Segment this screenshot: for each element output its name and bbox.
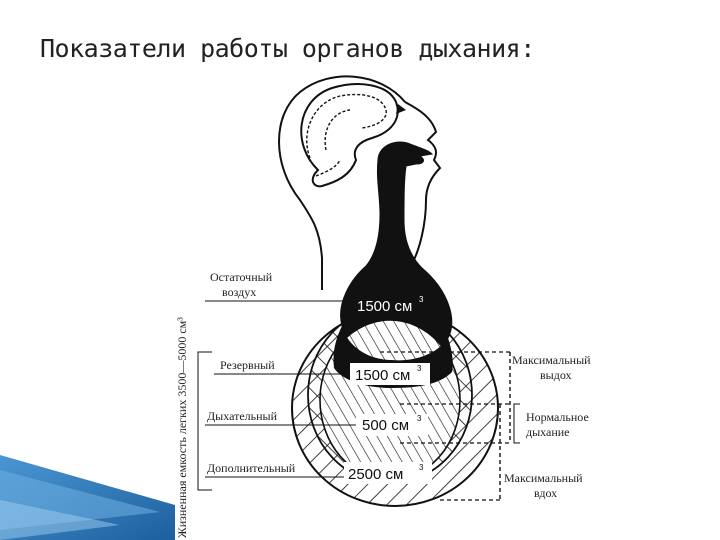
right-brackets bbox=[380, 351, 520, 501]
supplemental-volume-value: 2500 см bbox=[348, 466, 403, 483]
reserve-volume-sup: 3 bbox=[417, 364, 422, 373]
normal-breath-line2: дыхание bbox=[526, 425, 570, 439]
supplemental-label: Дополнительный bbox=[207, 461, 296, 475]
max-inhale-line1: Максимальный bbox=[504, 471, 583, 485]
vital-capacity-label: Жизненная емкость легких 3500—5000 см³ bbox=[175, 317, 189, 538]
reserve-label: Резервный bbox=[220, 358, 275, 372]
residual-volume-sup: 3 bbox=[419, 295, 424, 304]
max-exhale-line1: Максимальный bbox=[512, 353, 591, 367]
residual-label-line2: воздух bbox=[222, 285, 256, 299]
normal-breath-line1: Нормальное bbox=[526, 410, 589, 424]
residual-label-line1: Остаточный bbox=[210, 270, 273, 284]
max-inhale-line2: вдох bbox=[534, 486, 557, 500]
brain-illustration bbox=[300, 83, 406, 188]
left-labels: Остаточный воздух Резервный Дыхательный … bbox=[197, 270, 356, 491]
tidal-label: Дыхательный bbox=[207, 409, 278, 423]
tidal-volume-value: 500 см bbox=[362, 417, 409, 434]
supplemental-volume-sup: 3 bbox=[419, 463, 424, 472]
tidal-volume-sup: 3 bbox=[417, 414, 422, 423]
residual-volume-value: 1500 см bbox=[357, 298, 412, 315]
reserve-volume-value: 1500 см bbox=[355, 367, 410, 384]
max-exhale-line2: выдох bbox=[540, 368, 572, 382]
corner-decoration bbox=[0, 455, 175, 540]
slide-title: Показатели работы органов дыхания: bbox=[40, 34, 535, 63]
lung-volume-ellipses bbox=[291, 292, 499, 507]
